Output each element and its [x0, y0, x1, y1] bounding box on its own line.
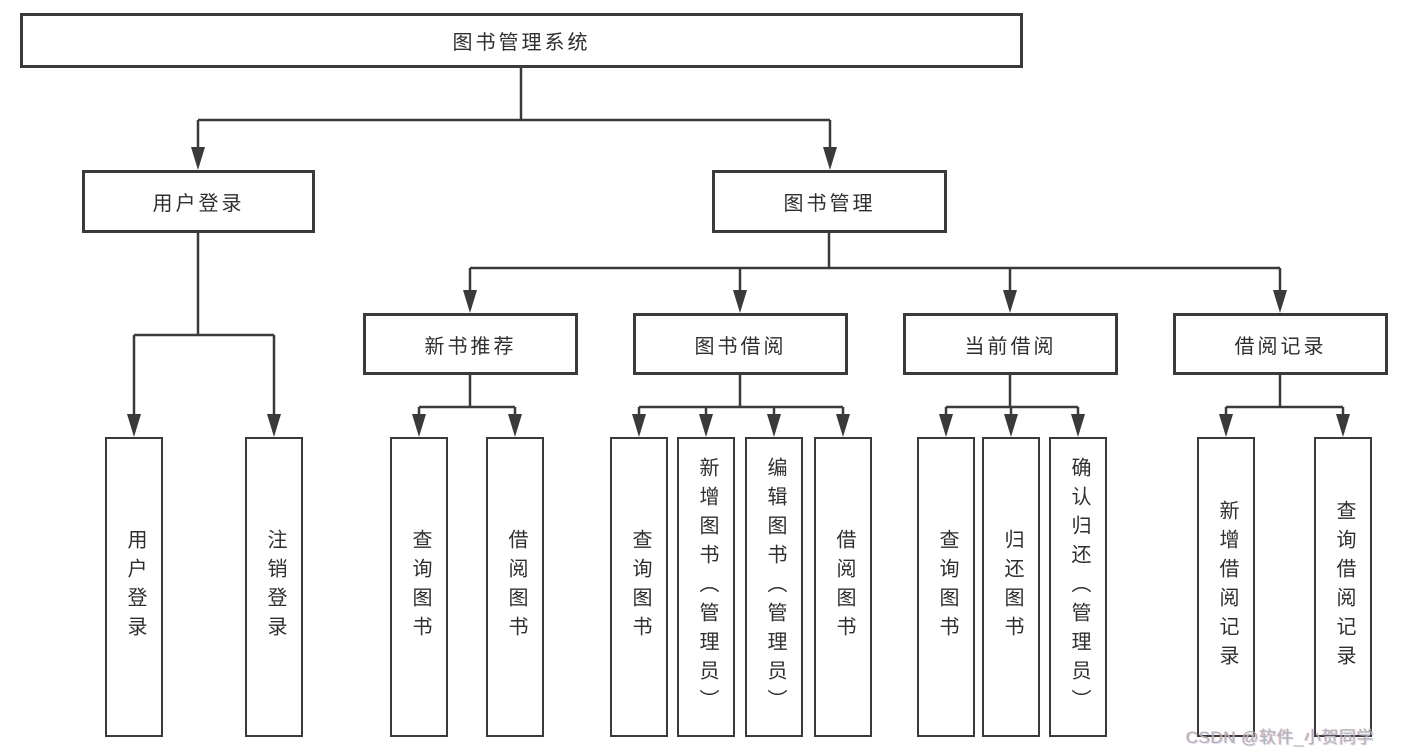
node-current-borrow: 当前借阅: [903, 313, 1118, 375]
arrow-down-icon: [463, 290, 477, 313]
arrow-down-icon: [699, 414, 713, 437]
arrow-down-icon: [1004, 414, 1018, 437]
leaf-recommend-borrow-book: 借阅图书: [486, 437, 544, 737]
leaf-logout: 注销登录: [245, 437, 303, 737]
csdn-watermark: CSDN @软件_小贺同学: [1186, 728, 1375, 747]
arrow-down-icon: [1003, 290, 1017, 313]
node-new-book-recommend: 新书推荐: [363, 313, 578, 375]
leaf-borrow-add-book-admin: 新增图书（管理员）: [677, 437, 735, 737]
node-book-borrow: 图书借阅: [633, 313, 848, 375]
node-borrow-records: 借阅记录: [1173, 313, 1388, 375]
node-book-management: 图书管理: [712, 170, 947, 233]
leaf-borrow-borrow-book: 借阅图书: [814, 437, 872, 737]
arrowheads: [127, 147, 1350, 437]
arrow-down-icon: [632, 414, 646, 437]
arrow-down-icon: [836, 414, 850, 437]
arrow-down-icon: [733, 290, 747, 313]
leaf-user-login: 用户登录: [105, 437, 163, 737]
connector-lines: [132, 68, 1345, 417]
leaf-current-return-book: 归还图书: [982, 437, 1040, 737]
leaf-borrow-query-book: 查询图书: [610, 437, 668, 737]
arrow-down-icon: [127, 414, 141, 437]
arrow-down-icon: [191, 147, 205, 170]
arrow-down-icon: [939, 414, 953, 437]
leaf-records-add-record: 新增借阅记录: [1197, 437, 1255, 737]
arrow-down-icon: [1273, 290, 1287, 313]
arrow-down-icon: [1071, 414, 1085, 437]
arrow-down-icon: [1336, 414, 1350, 437]
arrow-down-icon: [508, 414, 522, 437]
arrow-down-icon: [823, 147, 837, 170]
leaf-recommend-query-book: 查询图书: [390, 437, 448, 737]
leaf-current-query-book: 查询图书: [917, 437, 975, 737]
node-user-login: 用户登录: [82, 170, 315, 233]
arrow-down-icon: [1219, 414, 1233, 437]
arrow-down-icon: [412, 414, 426, 437]
arrow-down-icon: [767, 414, 781, 437]
leaf-borrow-edit-book-admin: 编辑图书（管理员）: [745, 437, 803, 737]
arrow-down-icon: [267, 414, 281, 437]
leaf-records-query-record: 查询借阅记录: [1314, 437, 1372, 737]
leaf-current-confirm-return-admin: 确认归还（管理员）: [1049, 437, 1107, 737]
node-root-system: 图书管理系统: [20, 13, 1023, 68]
